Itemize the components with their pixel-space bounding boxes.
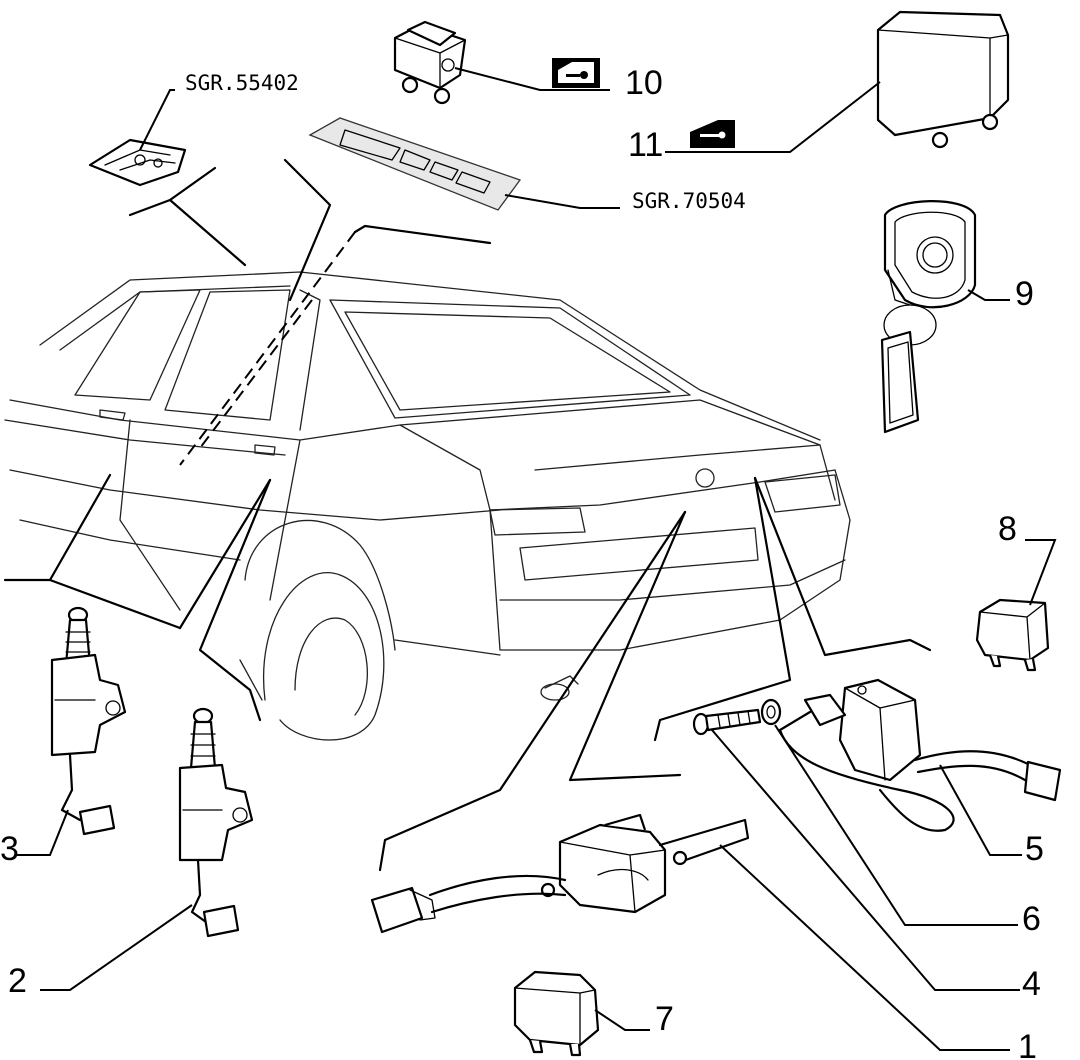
ref-sgr-70504: SGR.70504 <box>632 189 746 213</box>
bracket-sgr55402 <box>88 89 187 187</box>
part-2-door-actuator <box>40 707 254 991</box>
ref-sgr-55402: SGR.55402 <box>185 71 299 95</box>
label-8: 8 <box>998 510 1017 548</box>
callout-lines <box>3 158 932 872</box>
door-with-key-icon <box>552 58 600 88</box>
part-1-trunk-actuator <box>370 813 1010 1051</box>
part-3-door-actuator <box>15 606 127 856</box>
plate-sgr70504 <box>308 117 620 211</box>
label-2: 2 <box>8 962 27 1000</box>
label-4: 4 <box>1022 965 1041 1003</box>
trunk-key-icon <box>690 120 735 148</box>
label-10: 10 <box>625 64 663 102</box>
part-7-relay <box>513 970 650 1057</box>
part-4-bolt <box>692 708 1020 991</box>
label-7: 7 <box>655 1000 674 1038</box>
label-1: 1 <box>1018 1028 1037 1060</box>
label-9: 9 <box>1015 275 1034 313</box>
label-5: 5 <box>1025 830 1044 868</box>
part-9-remote-key <box>880 200 1010 434</box>
part-6-washer <box>760 698 1018 926</box>
label-3: 3 <box>0 830 19 868</box>
label-11: 11 <box>628 126 663 164</box>
part-11-control-unit <box>665 10 1010 153</box>
car-outline <box>4 271 851 741</box>
part-5-trunk-lock <box>778 678 1062 856</box>
door-linkage-dashed-lines <box>179 231 356 466</box>
label-6: 6 <box>1022 900 1041 938</box>
part-8-relay <box>975 539 1057 672</box>
part-10-lock-switch <box>393 20 610 105</box>
